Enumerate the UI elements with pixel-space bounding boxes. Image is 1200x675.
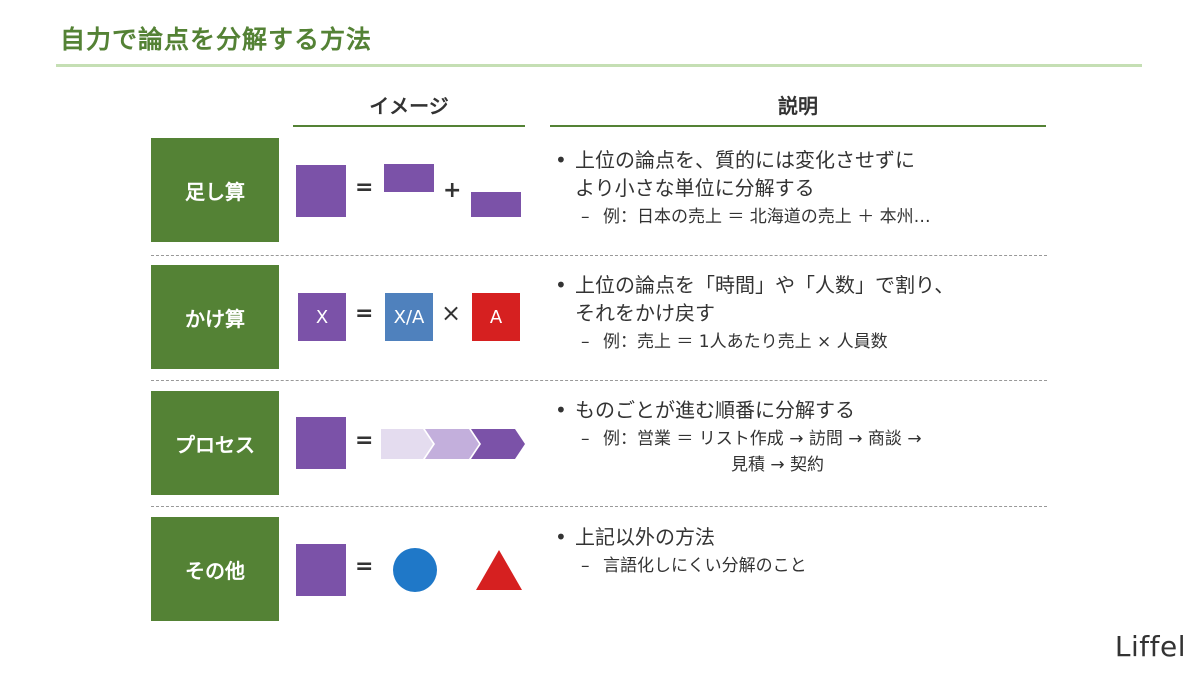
bullet-line: それをかけ戻す: [575, 301, 715, 325]
bullet-line: 上位の論点を「時間」や「人数」で割り、: [575, 273, 955, 297]
addition-total-square: [296, 165, 346, 217]
sub-point: – 言語化しにくい分解のこと: [553, 553, 1053, 579]
column-rule-image: [293, 125, 525, 127]
row-text-other: • 上記以外の方法 – 言語化しにくい分解のこと: [553, 523, 1053, 579]
bullet-dot: •: [555, 398, 567, 422]
row-label-multiplication: かけ算: [151, 265, 279, 369]
column-rule-explanation: [550, 125, 1046, 127]
sub-line: 例：売上 ＝ 1人あたり売上 × 人員数: [603, 332, 888, 352]
row-text-process: • ものごとが進む順番に分解する – 例：営業 ＝ リスト作成 → 訪問 → 商…: [553, 396, 1053, 478]
chevron-step-1: [381, 429, 433, 459]
equals-sign: =: [355, 428, 374, 453]
sub-line: 例：営業 ＝ リスト作成 → 訪問 → 商談 →: [603, 429, 922, 449]
sub-dash: –: [581, 332, 590, 352]
row-divider: [151, 255, 1047, 256]
row-label-process: プロセス: [151, 391, 279, 495]
addition-part-rect-1: [384, 164, 434, 192]
liffel-logo: Liffel: [1114, 630, 1186, 663]
sub-line: 見積 → 契約: [731, 455, 825, 475]
sub-dash: –: [581, 556, 590, 576]
sub-point: – 例：売上 ＝ 1人あたり売上 × 人員数: [553, 329, 1053, 355]
bullet-line: 上位の論点を、質的には変化させずに: [575, 148, 915, 172]
row-label-other: その他: [151, 517, 279, 621]
title-underline: [56, 64, 1142, 67]
bullet-dot: •: [555, 148, 567, 172]
bullet-dot: •: [555, 273, 567, 297]
sub-point: – 例：日本の売上 ＝ 北海道の売上 ＋ 本州…: [553, 204, 1053, 230]
column-header-image: イメージ: [369, 94, 449, 118]
box-a: A: [472, 293, 520, 341]
sub-dash: –: [581, 207, 590, 227]
page-title: 自力で論点を分解する方法: [60, 25, 373, 54]
row-divider: [151, 380, 1047, 381]
bullet-point: • 上位の論点を、質的には変化させずに より小さな単位に分解する: [553, 146, 1053, 202]
bullet-point: • 上位の論点を「時間」や「人数」で割り、 それをかけ戻す: [553, 271, 1053, 327]
equals-sign: =: [355, 554, 374, 579]
sub-dash: –: [581, 429, 590, 449]
row-text-addition: • 上位の論点を、質的には変化させずに より小さな単位に分解する – 例：日本の…: [553, 146, 1053, 230]
bullet-point: • 上記以外の方法: [553, 523, 1053, 551]
chevron-step-3: [471, 429, 525, 459]
box-x-over-a: X/A: [385, 293, 433, 341]
process-chevrons: [381, 429, 525, 459]
box-x: X: [298, 293, 346, 341]
bullet-line: ものごとが進む順番に分解する: [575, 398, 855, 422]
row-divider: [151, 506, 1047, 507]
bullet-line: より小さな単位に分解する: [575, 176, 815, 200]
other-total-square: [296, 544, 346, 596]
row-label-addition: 足し算: [151, 138, 279, 242]
sub-line: 言語化しにくい分解のこと: [603, 556, 807, 576]
chevron-step-2: [425, 429, 479, 459]
equals-sign: =: [355, 301, 374, 326]
bullet-dot: •: [555, 525, 567, 549]
addition-part-rect-2: [471, 192, 521, 217]
equals-sign: =: [355, 175, 374, 200]
bullet-line: 上記以外の方法: [575, 525, 715, 549]
plus-sign: +: [443, 178, 462, 203]
column-header-explanation: 説明: [778, 94, 818, 118]
row-text-multiplication: • 上位の論点を「時間」や「人数」で割り、 それをかけ戻す – 例：売上 ＝ 1…: [553, 271, 1053, 355]
sub-line: 例：日本の売上 ＝ 北海道の売上 ＋ 本州…: [603, 207, 931, 227]
sub-point: – 例：営業 ＝ リスト作成 → 訪問 → 商談 → 見積 → 契約: [553, 426, 1053, 478]
red-triangle-shape: [476, 550, 522, 590]
bullet-point: • ものごとが進む順番に分解する: [553, 396, 1053, 424]
times-sign: ×: [441, 299, 462, 327]
process-total-square: [296, 417, 346, 469]
blue-circle-shape: [393, 548, 437, 592]
